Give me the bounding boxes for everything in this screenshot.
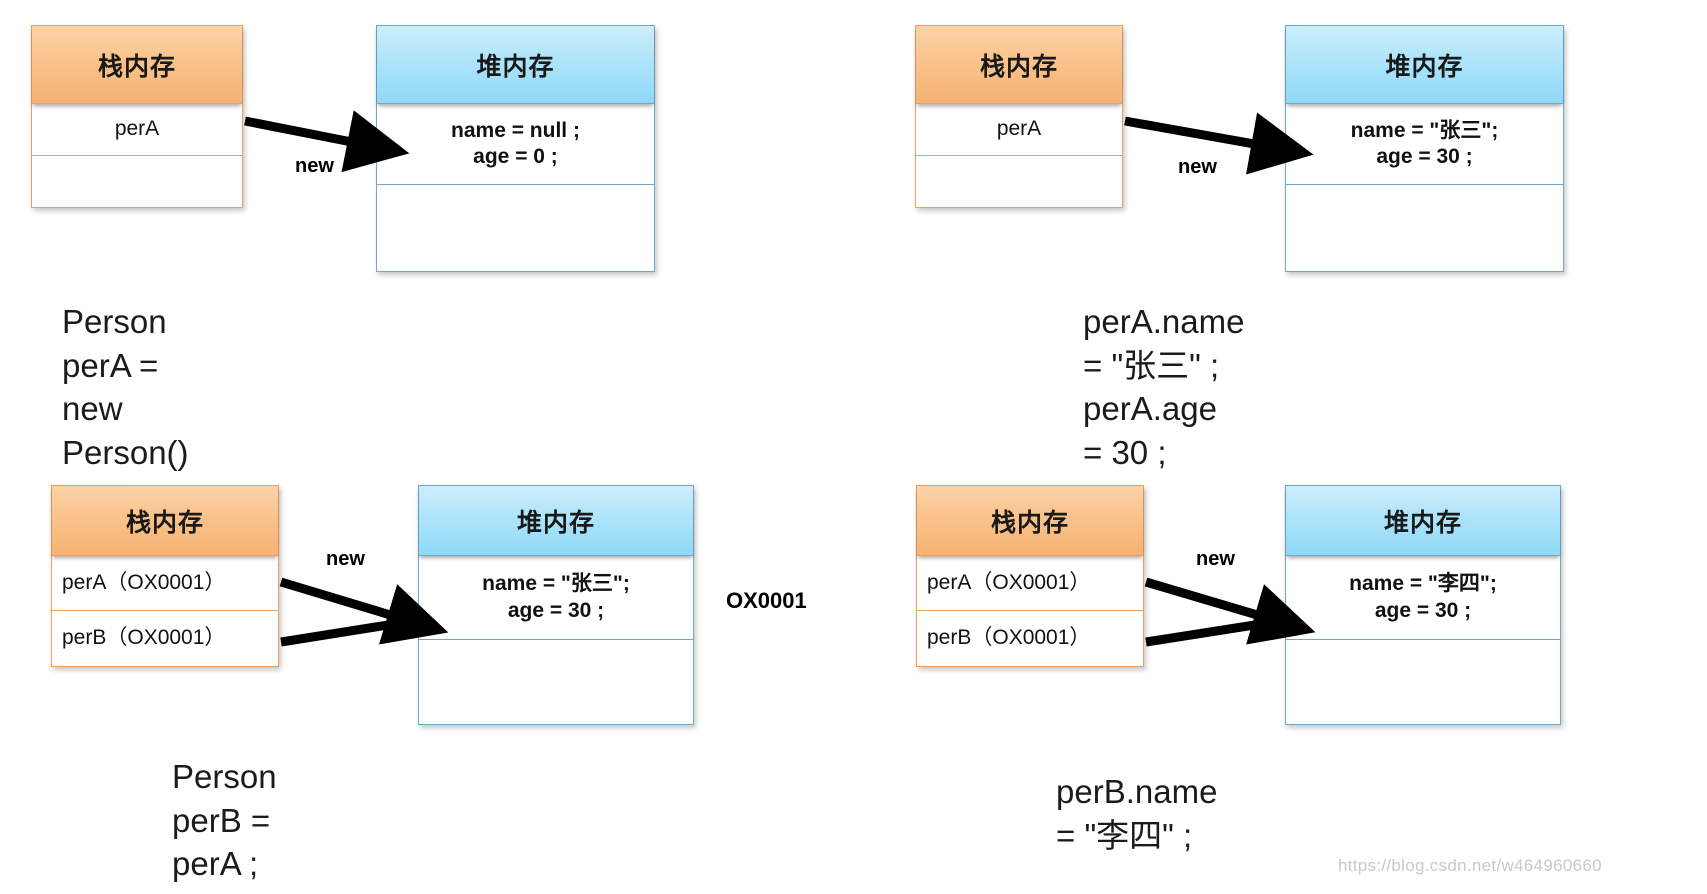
heap-memory-box-2: 堆内存 name = "张三"; age = 30 ; [1285,25,1564,272]
stack-row-pera-3: perA（OX0001） [52,556,278,611]
heap-row-empty-2 [1286,185,1563,271]
stack-row-pera-2: perA [916,104,1122,156]
heap-memory-header-3: 堆内存 [419,486,693,556]
arrow-stack-to-heap-2 [1124,112,1314,175]
watermark-url: https://blog.csdn.net/w464960660 [1338,856,1602,875]
stack-memory-header-4: 栈内存 [917,486,1143,556]
heap-row-fields-3: name = "张三"; age = 30 ; [419,556,693,640]
caption-4: perB.name = "李四" ; [1056,773,1218,854]
stack-row-perb-4: perB（OX0001） [917,611,1143,666]
stack-memory-header-2: 栈内存 [916,26,1122,104]
heap-memory-box-1: 堆内存 name = null ; age = 0 ; [376,25,655,272]
heap-memory-box-3: 堆内存 name = "张三"; age = 30 ; [418,485,694,725]
arrow-pera-to-heap-3 [279,577,449,647]
heap-row-fields-4: name = "李四"; age = 30 ; [1286,556,1560,640]
stack-row-perb-3: perB（OX0001） [52,611,278,666]
heap-row-fields-1: name = null ; age = 0 ; [377,104,654,185]
heap-memory-header-4: 堆内存 [1286,486,1560,556]
heap-row-empty-4 [1286,640,1560,724]
stack-memory-header-3: 栈内存 [52,486,278,556]
stack-memory-box-3: 栈内存 perA（OX0001） perB（OX0001） [51,485,279,667]
caption-2: perA.name = "张三" ; perA.age = 30 ; [1083,303,1245,471]
edge-label-new-3: new [326,548,365,570]
edge-label-new-2: new [1178,156,1217,178]
address-label-3: OX0001 [726,588,807,613]
stack-row-empty-1 [32,156,242,207]
stack-memory-box-4: 栈内存 perA（OX0001） perB（OX0001） [916,485,1144,667]
heap-row-empty-3 [419,640,693,724]
heap-memory-header-2: 堆内存 [1286,26,1563,104]
heap-memory-header-1: 堆内存 [377,26,654,104]
arrow-stack-to-heap-1 [244,110,410,173]
stack-row-pera-1: perA [32,104,242,156]
arrow-pera-to-heap-4 [1144,577,1316,647]
stack-memory-header-1: 栈内存 [32,26,242,104]
stack-row-pera-4: perA（OX0001） [917,556,1143,611]
heap-memory-box-4: 堆内存 name = "李四"; age = 30 ; [1285,485,1561,725]
caption-3: Person perB = perA ; [172,758,277,883]
heap-row-fields-2: name = "张三"; age = 30 ; [1286,104,1563,185]
edge-label-new-1: new [295,155,334,177]
heap-row-empty-1 [377,185,654,271]
caption-1: Person perA = new Person() ; [62,303,189,514]
stack-memory-box-2: 栈内存 perA [915,25,1123,208]
stack-memory-box-1: 栈内存 perA [31,25,243,208]
stack-row-empty-2 [916,156,1122,207]
edge-label-new-4: new [1196,548,1235,570]
